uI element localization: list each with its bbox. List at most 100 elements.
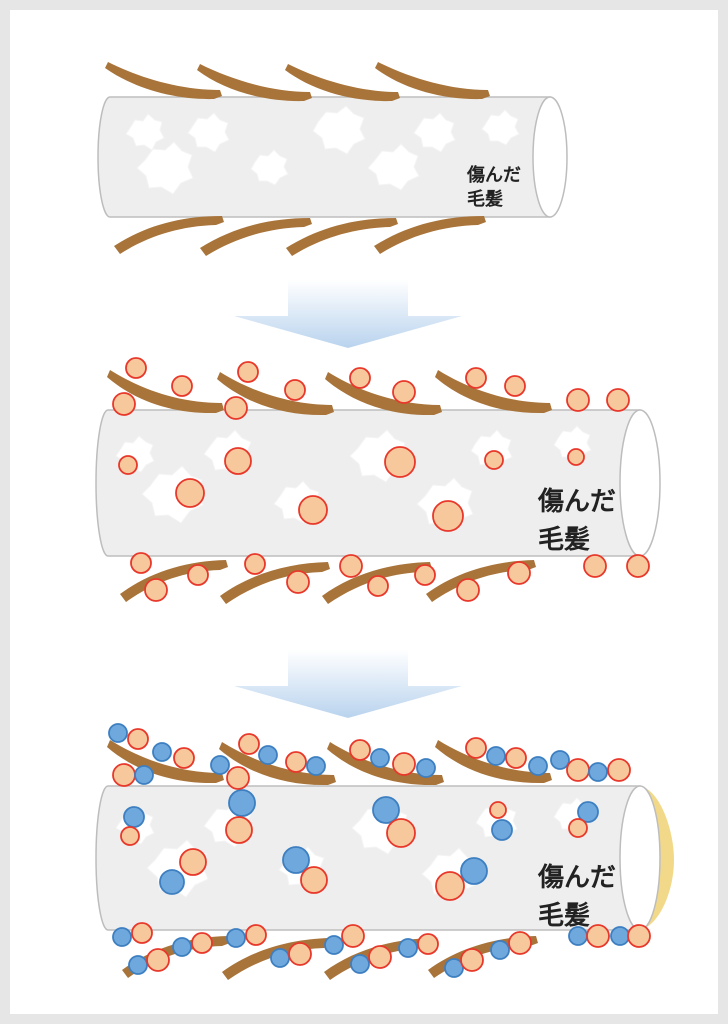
cuticle xyxy=(285,64,400,102)
blue-particle xyxy=(370,748,390,768)
orange-particle xyxy=(285,751,307,773)
cuticles-top xyxy=(105,62,490,102)
damage-hole xyxy=(413,112,456,153)
blue-particle xyxy=(372,796,400,824)
blue-particle xyxy=(491,819,513,841)
orange-particle xyxy=(566,758,590,782)
cuticle xyxy=(325,372,442,416)
orange-particle xyxy=(130,552,152,574)
blue-particle xyxy=(588,762,608,782)
damage-hole xyxy=(136,141,194,195)
hair-end xyxy=(619,785,661,931)
orange-particle xyxy=(226,766,250,790)
orange-particle xyxy=(144,578,168,602)
orange-particle xyxy=(120,826,140,846)
orange-particle xyxy=(505,747,527,769)
diagram-frame: 傷んだ 毛髪 xyxy=(10,10,718,1014)
orange-particle xyxy=(191,932,213,954)
blue-particle xyxy=(134,765,154,785)
damage-holes xyxy=(125,105,520,195)
blue-particle xyxy=(152,742,172,762)
blue-particle xyxy=(123,806,145,828)
hair-label-line1: 傷んだ xyxy=(537,487,616,517)
orange-particle xyxy=(606,388,630,412)
damage-hole xyxy=(367,143,420,191)
blue-particle xyxy=(528,756,548,776)
damage-hole xyxy=(312,105,366,155)
blue-particle xyxy=(258,745,278,765)
orange-particle xyxy=(288,942,312,966)
orange-particle xyxy=(339,554,363,578)
cuticle xyxy=(327,742,444,786)
orange-particle xyxy=(118,455,138,475)
orange-particle xyxy=(417,933,439,955)
orange-particle xyxy=(504,375,526,397)
blue-particle xyxy=(460,857,488,885)
cuticle xyxy=(322,562,432,604)
orange-particle xyxy=(368,945,392,969)
hair-end xyxy=(532,96,568,218)
cuticles-bottom xyxy=(114,216,486,256)
orange-particle xyxy=(583,554,607,578)
blue-particle xyxy=(282,846,310,874)
orange-particle xyxy=(489,801,507,819)
cuticle xyxy=(200,218,312,256)
cuticle xyxy=(219,742,336,786)
hair-label-line2: 毛髪 xyxy=(538,901,590,931)
down-arrow-icon xyxy=(234,650,462,718)
orange-particle xyxy=(456,578,480,602)
cuticles-top xyxy=(107,370,552,416)
orange-particle xyxy=(341,924,365,948)
down-arrow-icon xyxy=(234,280,462,348)
orange-particle xyxy=(568,818,588,838)
orange-particle xyxy=(244,553,266,575)
cuticle xyxy=(375,62,490,100)
blue-particle xyxy=(228,789,256,817)
orange-particle xyxy=(298,495,328,525)
damage-hole xyxy=(187,112,230,153)
hair-label-line1: 傷んだ xyxy=(466,164,521,186)
particles-on-cuticles xyxy=(108,723,651,978)
damage-hole xyxy=(481,109,520,146)
blue-particle xyxy=(270,948,290,968)
blue-particle xyxy=(486,746,506,766)
cuticle xyxy=(220,562,330,604)
orange-particle xyxy=(386,818,416,848)
orange-particle xyxy=(384,446,416,478)
orange-particle xyxy=(112,392,136,416)
panel-3-orange-and-blue-particles: 傷んだ 毛髪 xyxy=(95,723,674,980)
orange-particle xyxy=(484,450,504,470)
blue-particle xyxy=(112,927,132,947)
blue-particle xyxy=(577,801,599,823)
orange-particle xyxy=(392,380,416,404)
orange-particle xyxy=(179,848,207,876)
cuticle xyxy=(435,740,552,784)
orange-particle xyxy=(392,752,416,776)
blue-particle xyxy=(172,937,192,957)
orange-particle xyxy=(286,570,310,594)
blue-particle xyxy=(444,958,464,978)
orange-particle xyxy=(225,816,253,844)
panel-1-damaged-hair: 傷んだ 毛髪 xyxy=(97,62,568,256)
orange-particle xyxy=(224,396,248,420)
blue-particle xyxy=(416,758,436,778)
orange-particle xyxy=(508,931,532,955)
orange-particle xyxy=(465,737,487,759)
orange-particle xyxy=(187,564,209,586)
cuticle xyxy=(374,216,486,254)
cuticle xyxy=(286,218,398,256)
orange-particle xyxy=(171,375,193,397)
cuticle xyxy=(107,740,224,784)
hair-repair-diagram: 傷んだ 毛髪 xyxy=(95,62,674,980)
orange-particle xyxy=(627,924,651,948)
orange-particle xyxy=(284,379,306,401)
cuticle xyxy=(105,62,222,100)
orange-particle xyxy=(238,733,260,755)
cuticle xyxy=(217,372,334,416)
orange-particle xyxy=(626,554,650,578)
orange-particle xyxy=(435,871,465,901)
orange-particle xyxy=(127,728,149,750)
blue-particle xyxy=(324,935,344,955)
blue-particle xyxy=(610,926,630,946)
orange-particle xyxy=(460,948,484,972)
